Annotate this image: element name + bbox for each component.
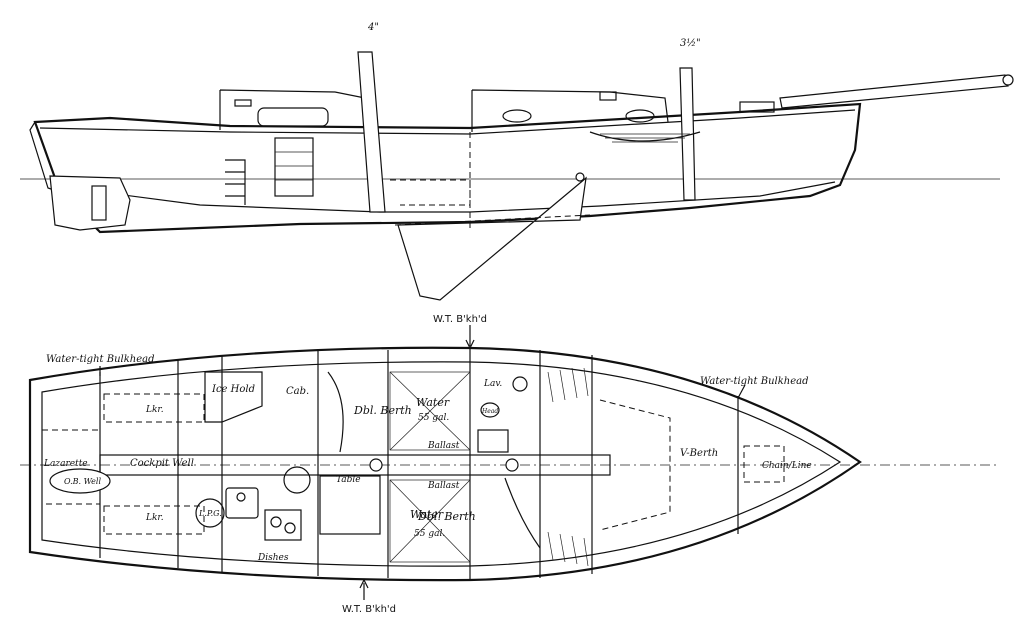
plan-fwd-mast-step [505, 458, 519, 472]
head-label: Head [481, 408, 498, 415]
plan-fwd-wt-leader [737, 384, 746, 399]
plan-round-table [283, 466, 311, 494]
plan-chain-locker [743, 445, 785, 483]
plan-tank-diag [389, 479, 471, 563]
plan-fwd-hatching-lower [547, 531, 589, 567]
profile-inner-bottom [69, 181, 836, 213]
plan-fwd-hatching-upper [547, 367, 589, 403]
profile-rudder [49, 175, 131, 231]
ice-hold-label: Ice Hold [211, 384, 255, 395]
plan-head-toilet [480, 402, 500, 418]
profile-fwd-hatch [739, 101, 775, 113]
wt-bulkhead-bottom-label: W.T. B'kh'd [342, 604, 396, 615]
profile-bowsprit-end [1002, 74, 1014, 86]
plan-berth-curtain-upper [327, 371, 344, 453]
plan-lpg-tank [195, 498, 225, 528]
profile-hull [33, 102, 862, 234]
fwd-watertight-label: Water-tight Bulkhead [700, 376, 809, 387]
profile-centerboard [397, 176, 587, 301]
lazarette-label: Lazarette [43, 459, 88, 469]
plan-arrowhead [359, 578, 369, 589]
plan-water-tank-upper [389, 371, 471, 451]
profile-centerboard-pivot [575, 172, 585, 182]
fore-mast-diameter-label: 4" [367, 22, 379, 33]
profile-view: 4" 3½" [20, 22, 1014, 301]
water-upper-gallons: 55 gal. [418, 413, 449, 423]
ballast-lower-label: Ballast [427, 481, 460, 491]
plan-ice-hold [204, 371, 263, 423]
plan-head-step [477, 429, 509, 453]
profile-v-berth-net [589, 131, 701, 142]
plan-ob-well [49, 468, 111, 494]
v-berth-label: V-Berth [680, 448, 718, 459]
plan-view: W.T. B'kh'd W.T. B'kh'd Water-tight Bulk… [20, 314, 1000, 615]
plan-berth-curtain-lower [504, 477, 541, 549]
profile-fore-port [502, 109, 532, 123]
water-lower-label: Water [410, 508, 444, 521]
lav-label: Lav. [483, 379, 502, 389]
plan-lav-basin [512, 376, 528, 392]
ballast-upper-label: Ballast [427, 441, 460, 451]
profile-fore-house [471, 89, 669, 132]
profile-cb-trunk [390, 132, 471, 228]
dbl-berth-upper-label: Dbl. Berth [353, 404, 412, 417]
profile-aft-port [257, 107, 329, 127]
plan-lower-locker [103, 505, 205, 535]
dbl-berth-lower-label: Dbl. Berth [417, 510, 476, 523]
plan-upper-locker [103, 393, 205, 423]
plan-hull-inner [41, 361, 842, 567]
lkr-lower-label: Lkr. [145, 513, 164, 523]
plan-arrowhead [465, 339, 475, 350]
aft-mast-diameter-label: 3½" [680, 38, 701, 49]
profile-aft-house [219, 89, 379, 131]
plan-dinette-table [319, 475, 381, 535]
plan-sink-drain [236, 492, 246, 502]
profile-galley-cabinet [274, 137, 314, 197]
plan-galley-sink [225, 487, 259, 519]
plan-v-berth [599, 399, 671, 531]
profile-aft-vent [234, 99, 252, 107]
profile-ladder [225, 159, 246, 205]
profile-fore-vent [599, 91, 617, 101]
plan-tank-diag [389, 371, 471, 451]
lpg-label: L.P.G. [198, 509, 222, 518]
table-label: Table [336, 475, 361, 485]
plan-stove-burner [270, 516, 282, 528]
profile-fore-port-2 [625, 109, 655, 123]
plan-water-tank-lower [389, 479, 471, 563]
water-upper-label: Water [416, 396, 450, 409]
dishes-label: Dishes [257, 553, 289, 563]
wt-bulkhead-top-label: W.T. B'kh'd [433, 314, 487, 325]
profile-aft-mast [357, 51, 386, 213]
plan-galley-stove [264, 509, 302, 541]
profile-lower-dash [394, 214, 591, 226]
lkr-upper-label: Lkr. [145, 405, 164, 415]
plan-aft-mast-step [369, 458, 383, 472]
profile-bowsprit [779, 74, 1009, 109]
cab-label: Cab. [286, 386, 309, 397]
profile-rudder-stock [91, 185, 107, 221]
profile-net-hatch [600, 133, 690, 143]
water-lower-gallons: 55 gal. [414, 529, 445, 539]
aft-watertight-label: Water-tight Bulkhead [46, 354, 155, 365]
chain-line-label: Chain/Line [762, 461, 812, 471]
plan-lazarette-box [41, 429, 101, 505]
ob-well-label: O.B. Well [64, 477, 101, 486]
cockpit-well-label: Cockpit Well [130, 458, 194, 469]
plan-stove-burner-2 [284, 522, 296, 534]
